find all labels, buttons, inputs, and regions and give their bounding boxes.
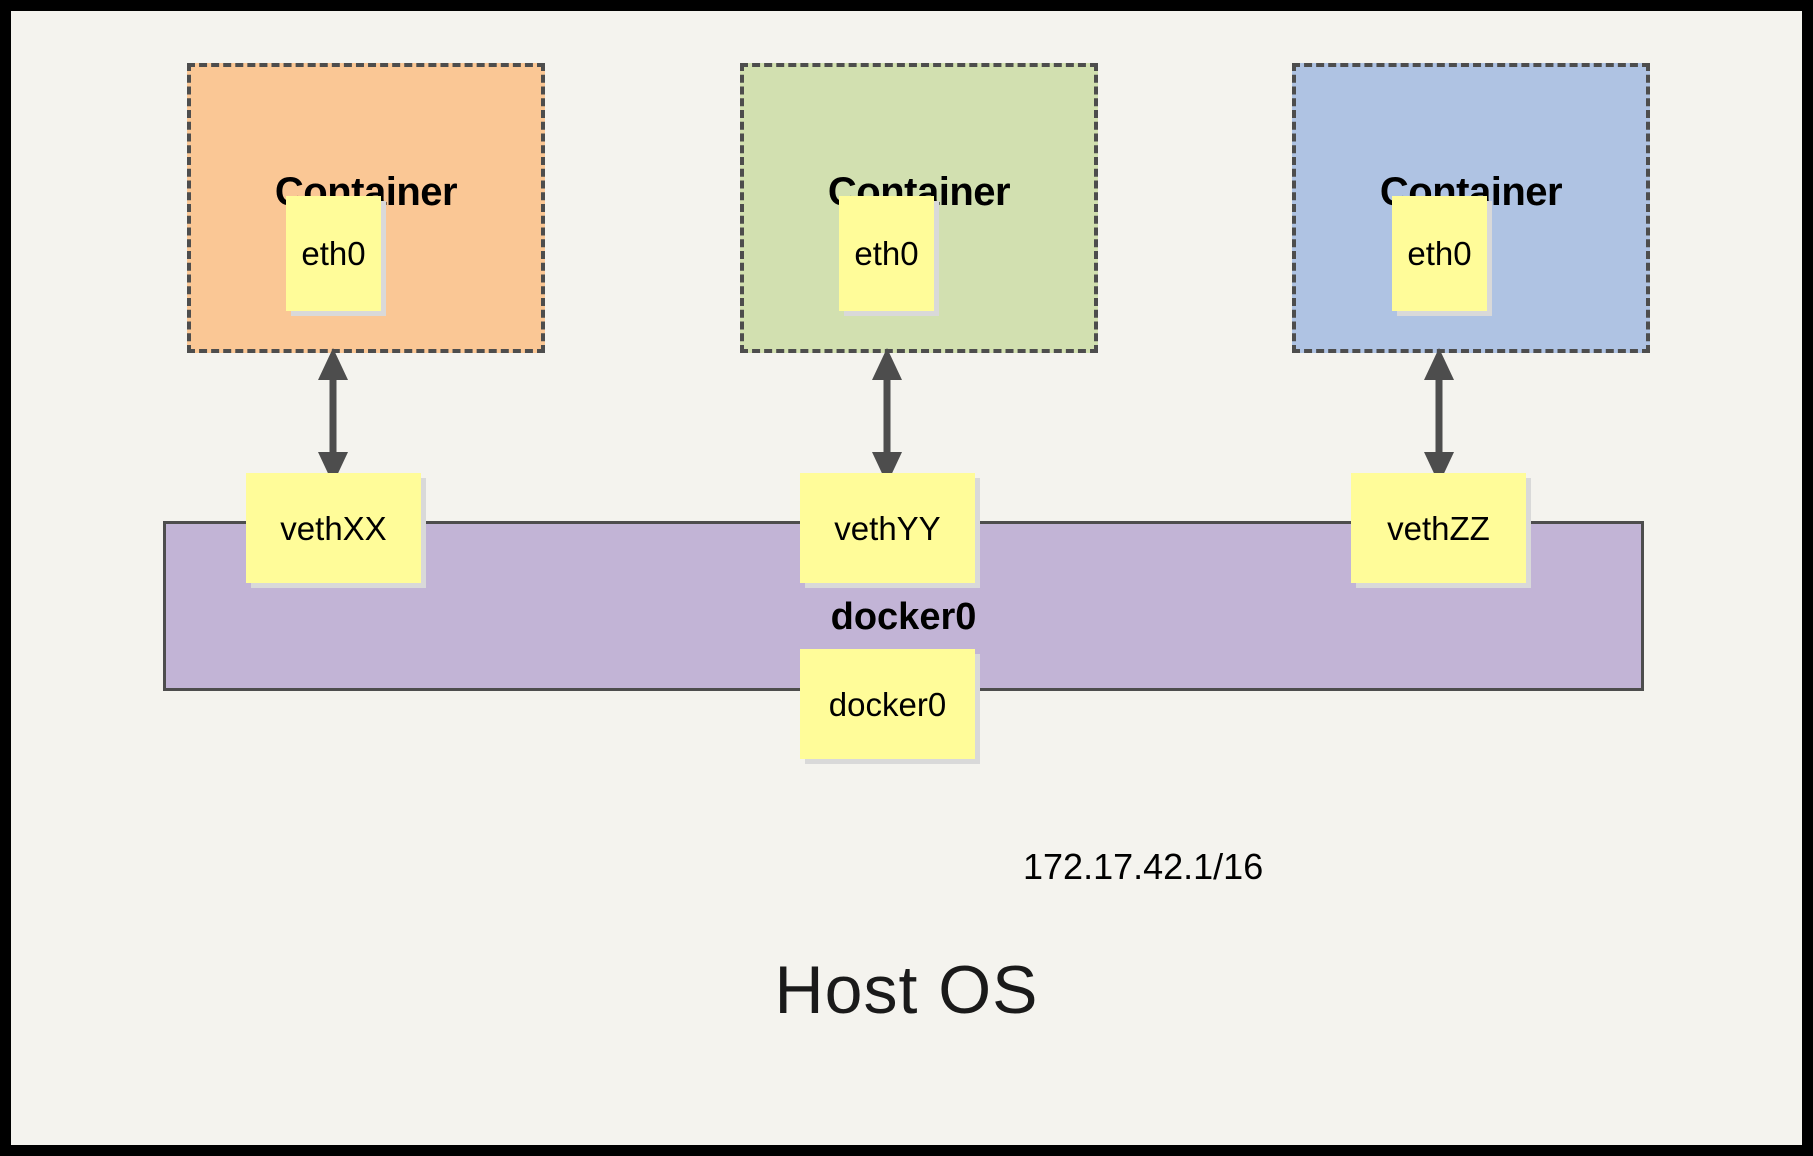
veth-box-3[interactable]: vethZZ: [1351, 473, 1526, 583]
eth0-box-3[interactable]: eth0: [1392, 196, 1487, 311]
docker0-ip-address: 172.17.42.1/16: [1023, 846, 1264, 887]
diagram-canvas: Container Container Container eth0 eth0 …: [11, 11, 1802, 1145]
docker0-bridge-label: docker0: [830, 596, 977, 638]
veth-box-2[interactable]: vethYY: [800, 473, 975, 583]
veth-box-1[interactable]: vethXX: [246, 473, 421, 583]
eth0-box-1[interactable]: eth0: [286, 196, 381, 311]
veth-link-arrow-2: [872, 348, 902, 484]
eth0-box-2[interactable]: eth0: [839, 196, 934, 311]
host-os-label: Host OS: [774, 952, 1039, 1028]
docker0-interface-box[interactable]: docker0: [800, 649, 975, 759]
veth-link-arrow-3: [1424, 348, 1454, 484]
veth-link-arrow-1: [318, 348, 348, 484]
